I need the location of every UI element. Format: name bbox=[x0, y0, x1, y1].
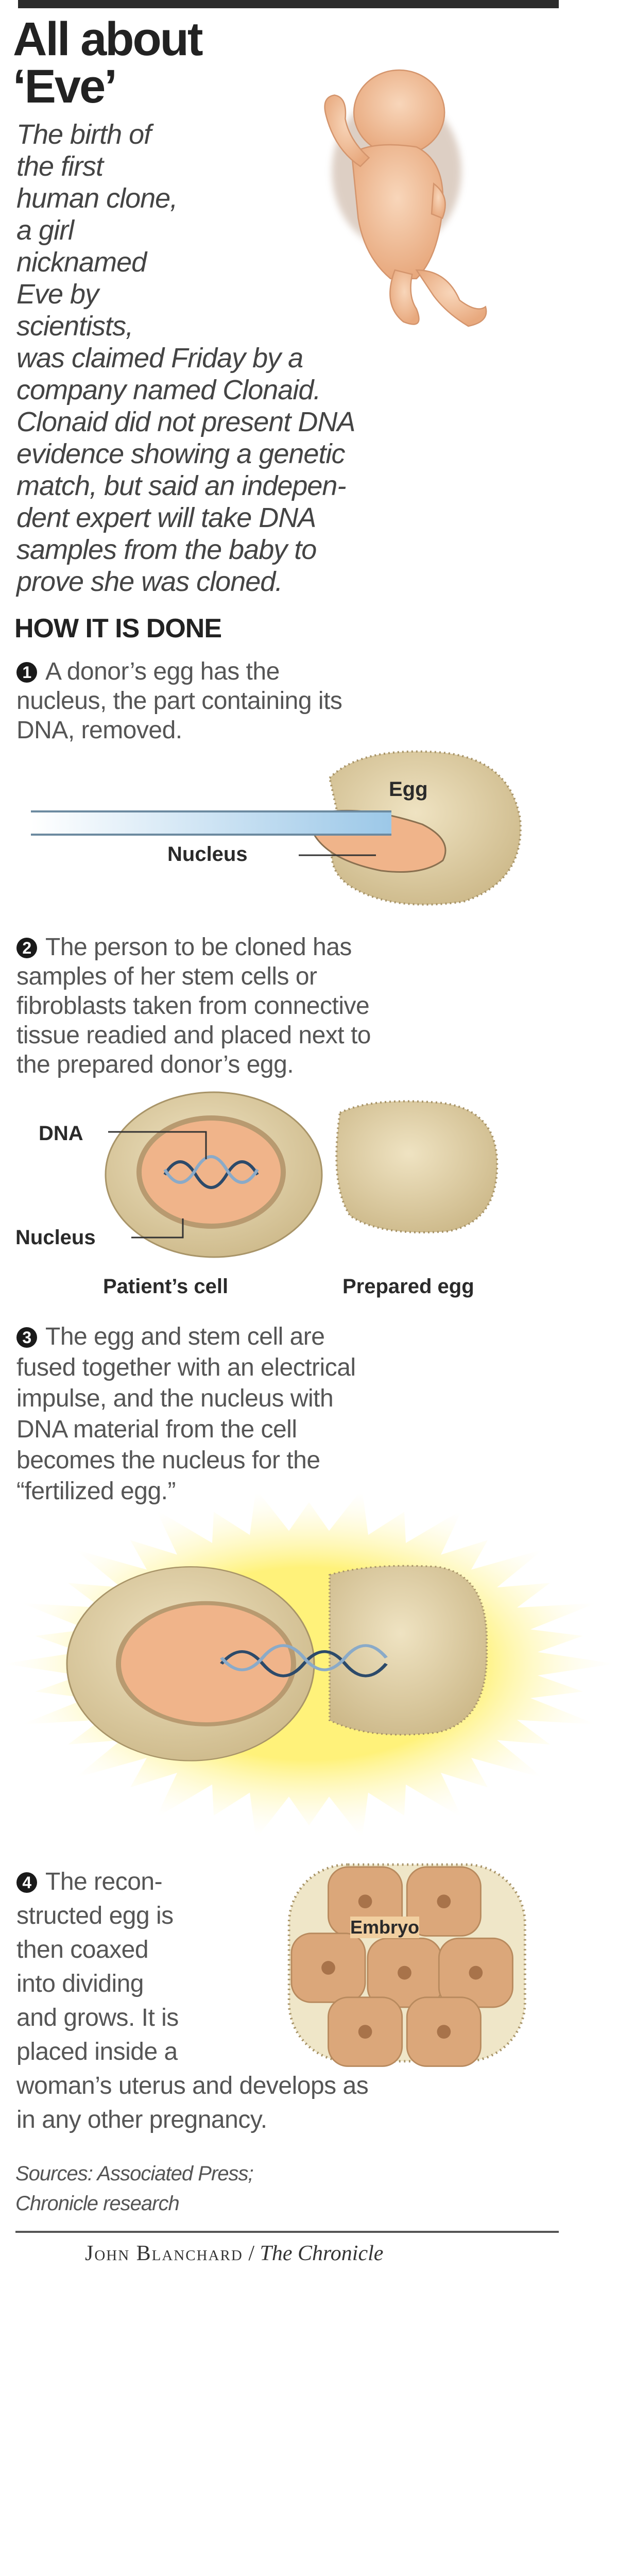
step-number-badge: 1 bbox=[16, 662, 37, 683]
cell-nucleus bbox=[321, 1961, 335, 1975]
section-heading: HOW IT IS DONE bbox=[14, 614, 222, 643]
prepared-egg-label: Prepared egg bbox=[342, 1275, 474, 1298]
nucleus-label: Nucleus bbox=[15, 1226, 96, 1249]
cell-nucleus bbox=[358, 1894, 372, 1909]
headline: All about ‘Eve’ bbox=[13, 13, 203, 113]
embryo-illustration bbox=[287, 1863, 526, 2067]
nucleus-label: Nucleus bbox=[167, 843, 248, 866]
egg-nucleus-removal-illustration bbox=[31, 750, 522, 906]
baby-illustration bbox=[324, 69, 487, 327]
cell-nucleus bbox=[358, 2025, 372, 2039]
egg-label: Egg bbox=[389, 778, 428, 801]
intro-paragraph: The birth of the first human clone, a gi… bbox=[16, 119, 355, 597]
top-rule bbox=[18, 0, 559, 8]
dna-label: DNA bbox=[39, 1122, 83, 1145]
credit-line: John Blanchard / The Chronicle bbox=[85, 2242, 384, 2265]
sources: Sources: Associated Press; Chronicle res… bbox=[15, 2162, 254, 2215]
step-number-badge: 2 bbox=[16, 938, 37, 958]
cell-nucleus bbox=[437, 2025, 451, 2039]
cell-nucleus bbox=[437, 1894, 451, 1909]
cell-nucleus bbox=[398, 1965, 411, 1980]
electrical-fusion-illustration bbox=[3, 1494, 615, 1839]
step-number-badge: 4 bbox=[16, 1872, 37, 1893]
patient-cell-label: Patient’s cell bbox=[103, 1275, 229, 1298]
step-number-badge: 3 bbox=[16, 1327, 37, 1348]
cell-nucleus bbox=[469, 1965, 483, 1980]
bottom-rule bbox=[15, 2231, 559, 2233]
patient-cell-and-egg-illustration bbox=[105, 1091, 499, 1258]
embryo-label: Embryo bbox=[350, 1917, 420, 1938]
